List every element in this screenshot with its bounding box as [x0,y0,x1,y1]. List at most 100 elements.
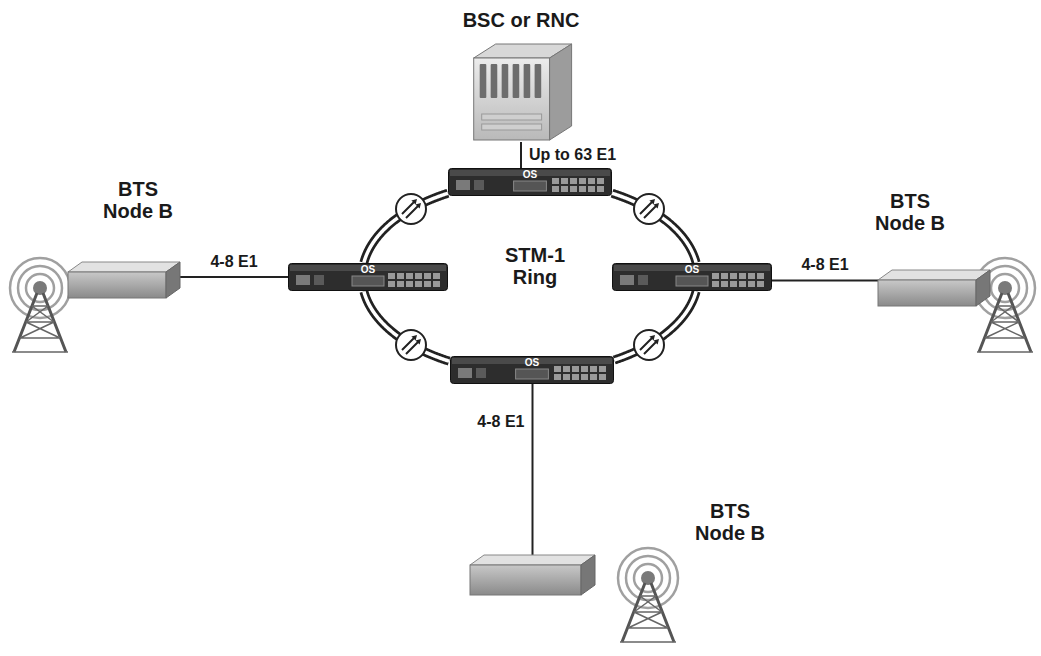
device-port [712,281,719,287]
device-port [721,273,728,279]
device-port [748,281,755,287]
device-port [581,374,588,380]
ring-label: STM-1 Ring [499,244,571,288]
device-port [712,273,719,279]
link-capacity-label: 4-8 E1 [801,255,848,274]
base-station-box-shape [878,270,990,306]
device-port [415,273,422,279]
device-port [552,186,559,192]
device-port [739,281,746,287]
server-front [474,58,550,140]
device-port [579,186,586,192]
device-port [757,281,764,287]
os-device: OS [288,263,448,291]
device-port [572,366,579,372]
device-label: OS [361,264,375,276]
radio-tower [618,548,678,642]
device-panel [516,369,549,379]
device-module [296,275,310,285]
connector-group [180,277,288,278]
server-slot [535,64,542,98]
device-body [451,357,614,384]
bts-front [878,280,976,306]
device-port [561,178,568,184]
os-device: OS [448,168,612,196]
device-port [561,186,568,192]
bts-front [470,565,581,595]
device-port [433,281,440,287]
regenerator [634,330,664,360]
server-slot [524,64,531,98]
base-station-box: BTS Node B [878,270,990,306]
device-port [554,374,561,380]
edge-label-holder: Up to 63 E1 [529,145,616,164]
connector [520,142,522,168]
ring-segment-group [364,193,448,262]
device-port [424,273,431,279]
device-port [730,281,737,287]
device-port [397,273,404,279]
device-port [388,273,395,279]
device-port [572,374,579,380]
bts-top [878,270,990,280]
device-module [456,180,470,190]
device-port [581,366,588,372]
base-station-box: BTS Node B [68,262,180,298]
server-bay [482,114,542,120]
regenerator [396,330,426,360]
device-port [757,273,764,279]
device-port [721,281,728,287]
device-panel [676,276,708,286]
controller-server-shape [466,42,576,142]
device-module [476,368,486,378]
device-module [314,275,324,285]
node-heading: BTS Node B [97,178,179,222]
device-body [613,264,772,291]
device-port [590,366,597,372]
connector-group [521,142,522,168]
radio-tower [10,258,70,352]
ring-segment [614,291,696,360]
edge-label-holder: 4-8 E1 [477,412,524,431]
ring-gap [364,292,449,362]
device-port [415,281,422,287]
device-panel [352,276,384,286]
link-capacity-label: 4-8 E1 [210,252,257,271]
device-port [424,281,431,287]
node-heading: BTS Node B [869,190,951,234]
connector [772,280,878,282]
ring-segment-group [364,292,449,362]
device-port [570,178,577,184]
node-heading: BTS Node B [689,500,771,544]
ring-segment [364,193,448,262]
device-module [474,180,484,190]
connector [532,384,534,555]
node-heading: BSC or RNC [463,9,580,31]
device-port [570,186,577,192]
device-port [552,178,559,184]
link-capacity-label: 4-8 E1 [477,412,524,431]
os-device: OS [450,356,614,384]
ring-segment-group [614,291,696,360]
regenerator [634,194,664,224]
device-port [563,374,570,380]
server-slot [513,64,520,98]
controller-server: BSC or RNC [466,42,576,142]
device-label: OS [685,264,699,276]
device-body [449,169,612,196]
device-port [433,273,440,279]
base-station-box-shape [68,262,180,298]
device-port [563,366,570,372]
base-station-box-shape [470,555,595,595]
bts-top [470,555,595,565]
ring-gap [364,193,448,262]
ring-segment [364,292,449,362]
device-port [730,273,737,279]
device-port [588,178,595,184]
ring-segment-group [612,193,696,262]
regenerator [396,194,426,224]
device-port [388,281,395,287]
connector-group [532,384,533,555]
device-port [748,273,755,279]
